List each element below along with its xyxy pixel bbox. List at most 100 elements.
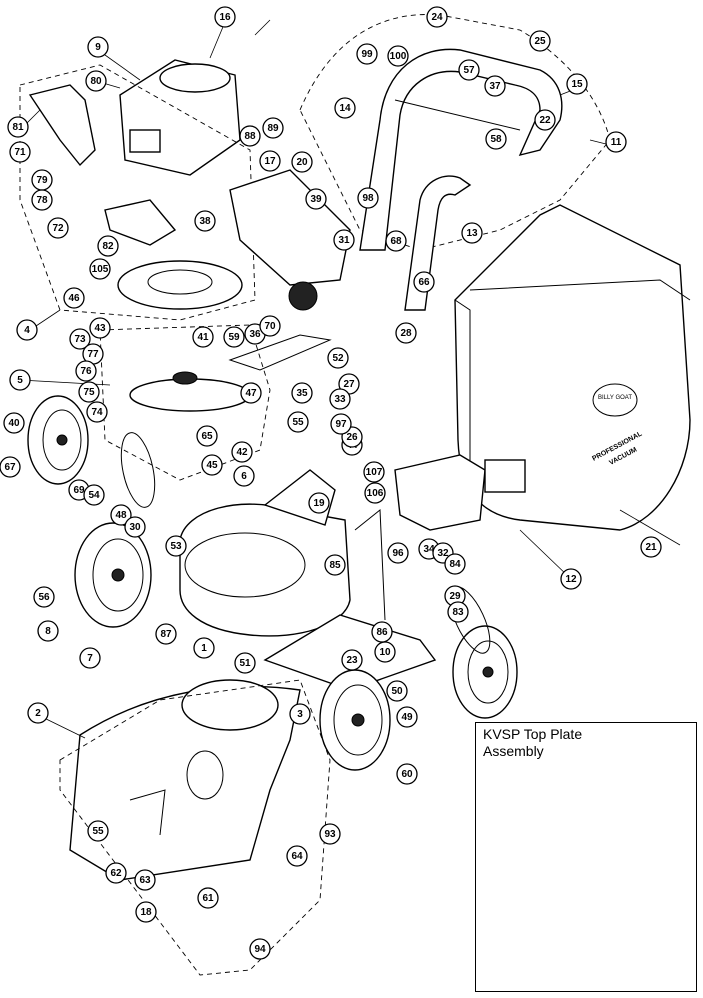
callout-label: 3 (297, 709, 303, 720)
callout-label: 98 (362, 193, 374, 204)
callout-label: 77 (87, 349, 99, 360)
callout-58: 58 (485, 128, 507, 150)
bag-adapter (394, 454, 486, 531)
callout-52: 52 (327, 347, 349, 369)
callout-33: 33 (329, 388, 351, 410)
callout-62: 62 (105, 862, 127, 884)
callout-74: 74 (86, 401, 108, 423)
callout-22: 22 (534, 109, 556, 131)
callout-label: 35 (296, 388, 308, 399)
callout-label: 105 (92, 264, 109, 275)
callout-label: 7 (87, 653, 93, 664)
callout-81: 81 (7, 116, 29, 138)
callout-label: 65 (201, 431, 213, 442)
callout-label: 2 (35, 708, 41, 719)
rear-left-wheel (27, 395, 89, 485)
handle-crossbar (394, 99, 521, 131)
callout-105: 105 (89, 258, 111, 280)
callout-label: 66 (418, 277, 430, 288)
callout-20: 20 (291, 151, 313, 173)
callout-107: 107 (363, 461, 385, 483)
callout-label: 26 (346, 432, 358, 443)
callout-72: 72 (47, 217, 69, 239)
callout-82: 82 (97, 235, 119, 257)
callout-label: 79 (36, 175, 48, 186)
callout-label: 62 (110, 868, 122, 879)
inset-title: KVSP Top Plate Assembly (483, 726, 663, 760)
callout-label: 73 (74, 334, 86, 345)
callout-51: 51 (234, 652, 256, 674)
callout-label: 64 (291, 851, 303, 862)
callout-30: 30 (124, 516, 146, 538)
callout-96: 96 (387, 542, 409, 564)
callout-label: 106 (367, 488, 384, 499)
callout-label: 49 (401, 712, 413, 723)
callout-label: 63 (139, 875, 151, 886)
callout-label: 57 (463, 65, 475, 76)
callout-label: 58 (490, 134, 502, 145)
callout-40: 40 (3, 412, 25, 434)
callout-7: 7 (79, 647, 101, 669)
callout-38: 38 (194, 210, 216, 232)
callout-50: 50 (386, 680, 408, 702)
callout-label: 19 (313, 498, 325, 509)
callout-71: 71 (9, 141, 31, 163)
callout-31: 31 (333, 229, 355, 251)
callout-label: 18 (140, 907, 152, 918)
top-plate-group-outline (19, 64, 256, 321)
front-right-wheel (319, 669, 391, 771)
callout-label: 17 (264, 156, 276, 167)
callout-label: 53 (170, 541, 182, 552)
callout-67: 67 (0, 456, 21, 478)
callout-label: 10 (379, 647, 391, 658)
callout-55: 55 (87, 820, 109, 842)
callout-41: 41 (192, 326, 214, 348)
callout-59: 59 (223, 326, 245, 348)
callout-80: 80 (85, 70, 107, 92)
callout-98: 98 (357, 187, 379, 209)
callout-29: 29 (444, 585, 466, 607)
callout-label: 55 (92, 826, 104, 837)
callout-60: 60 (396, 763, 418, 785)
callout-label: 38 (199, 216, 211, 227)
callout-label: 6 (241, 471, 247, 482)
callout-12: 12 (560, 568, 582, 590)
callout-73: 73 (69, 328, 91, 350)
callout-87: 87 (155, 623, 177, 645)
callout-label: 31 (338, 235, 350, 246)
engine-fan-cover (159, 63, 231, 93)
bag-adapter-port (484, 459, 526, 493)
callout-56: 56 (33, 586, 55, 608)
callout-9: 9 (87, 36, 109, 58)
front-left-wheel (74, 522, 152, 628)
callout-label: 47 (245, 388, 257, 399)
callout-25: 25 (529, 30, 551, 52)
skirt-window (186, 750, 224, 800)
callout-label: 68 (390, 236, 402, 247)
skirt-group-outline (59, 679, 331, 976)
callout-37: 37 (484, 75, 506, 97)
inset-title-line1: KVSP Top Plate (483, 726, 583, 742)
skirt-inlet-ring (181, 679, 279, 731)
callout-label: 29 (449, 591, 461, 602)
callout-label: 59 (228, 332, 240, 343)
callout-label: 36 (249, 329, 261, 340)
callout-17: 17 (259, 150, 281, 172)
callout-64: 64 (286, 845, 308, 867)
callout-14: 14 (334, 97, 356, 119)
callout-47: 47 (240, 382, 262, 404)
callout-label: 97 (335, 419, 347, 430)
callout-57: 57 (458, 59, 480, 81)
callout-label: 76 (80, 366, 92, 377)
callout-2: 2 (27, 702, 49, 724)
callout-label: 50 (391, 686, 403, 697)
callout-19: 19 (308, 492, 330, 514)
bag-brand-text: BILLY GOAT (598, 395, 632, 401)
callout-label: 75 (83, 387, 95, 398)
drive-belt-left (120, 432, 156, 508)
bag-top-edge (469, 279, 691, 301)
inset-title-line2: Assembly (483, 743, 544, 759)
callout-label: 78 (36, 195, 48, 206)
